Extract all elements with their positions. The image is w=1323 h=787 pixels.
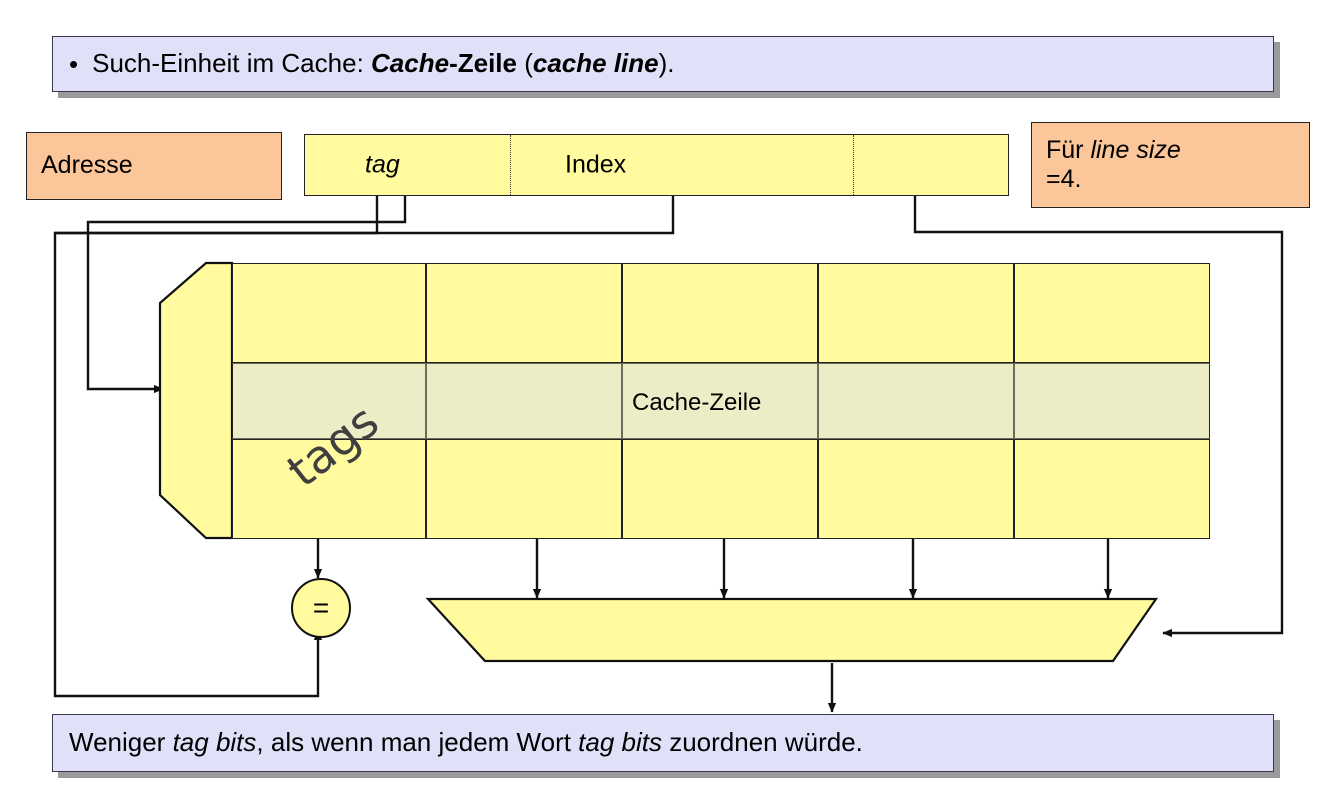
header-callout: • Such-Einheit im Cache: Cache-Zeile (ca… <box>52 36 1274 92</box>
cache-cell-r0c3 <box>818 263 1014 363</box>
header-text: Such-Einheit im Cache: Cache-Zeile (cach… <box>92 48 675 79</box>
cache-cell-r2c2 <box>622 439 818 539</box>
cache-cell-r1c2 <box>622 363 818 439</box>
field-divider-tag-index <box>510 135 511 195</box>
note-box: Für line size =4. <box>1031 122 1310 208</box>
footer-text: Weniger tag bits, als wenn man jedem Wor… <box>69 727 863 758</box>
multiplexer-shape <box>425 597 1159 663</box>
wire-tag-to-comparator <box>53 196 379 698</box>
footer-callout: Weniger tag bits, als wenn man jedem Wor… <box>52 714 1274 772</box>
wire-index-to-row-select <box>55 196 675 235</box>
comparator-symbol: = <box>312 592 330 623</box>
cache-cell-r1c4 <box>1014 363 1210 439</box>
note-line-1: Für line size <box>1046 135 1181 164</box>
cache-cell-r2c1 <box>426 439 622 539</box>
note-line-2: =4. <box>1046 165 1082 193</box>
cache-cell-r0c2 <box>622 263 818 363</box>
cache-cell-r2c0 <box>232 439 426 539</box>
wire-tag-to-tags-column <box>86 196 407 394</box>
address-field-index-label: Index <box>565 150 627 179</box>
cache-cell-r1c1 <box>426 363 622 439</box>
address-field-bar: tag Index <box>304 134 1009 196</box>
cache-cell-r1c0 <box>232 363 426 439</box>
address-field-tag-label: tag <box>365 150 400 179</box>
cache-cell-r0c4 <box>1014 263 1210 363</box>
cache-cell-r0c0 <box>232 263 426 363</box>
cache-cell-r1c3 <box>818 363 1014 439</box>
address-label: Adresse <box>41 151 133 180</box>
bullet-icon: • <box>69 49 79 79</box>
tags-column-shape <box>158 261 234 540</box>
address-label-box: Adresse <box>26 132 282 200</box>
cache-line-label: Cache-Zeile <box>632 389 762 416</box>
field-divider-index-offset <box>853 135 854 195</box>
comparator: = <box>291 578 351 638</box>
wire-offset-to-mux-select <box>913 196 1284 638</box>
cache-cell-r2c3 <box>818 439 1014 539</box>
cache-cell-r0c1 <box>426 263 622 363</box>
cache-cell-r2c4 <box>1014 439 1210 539</box>
